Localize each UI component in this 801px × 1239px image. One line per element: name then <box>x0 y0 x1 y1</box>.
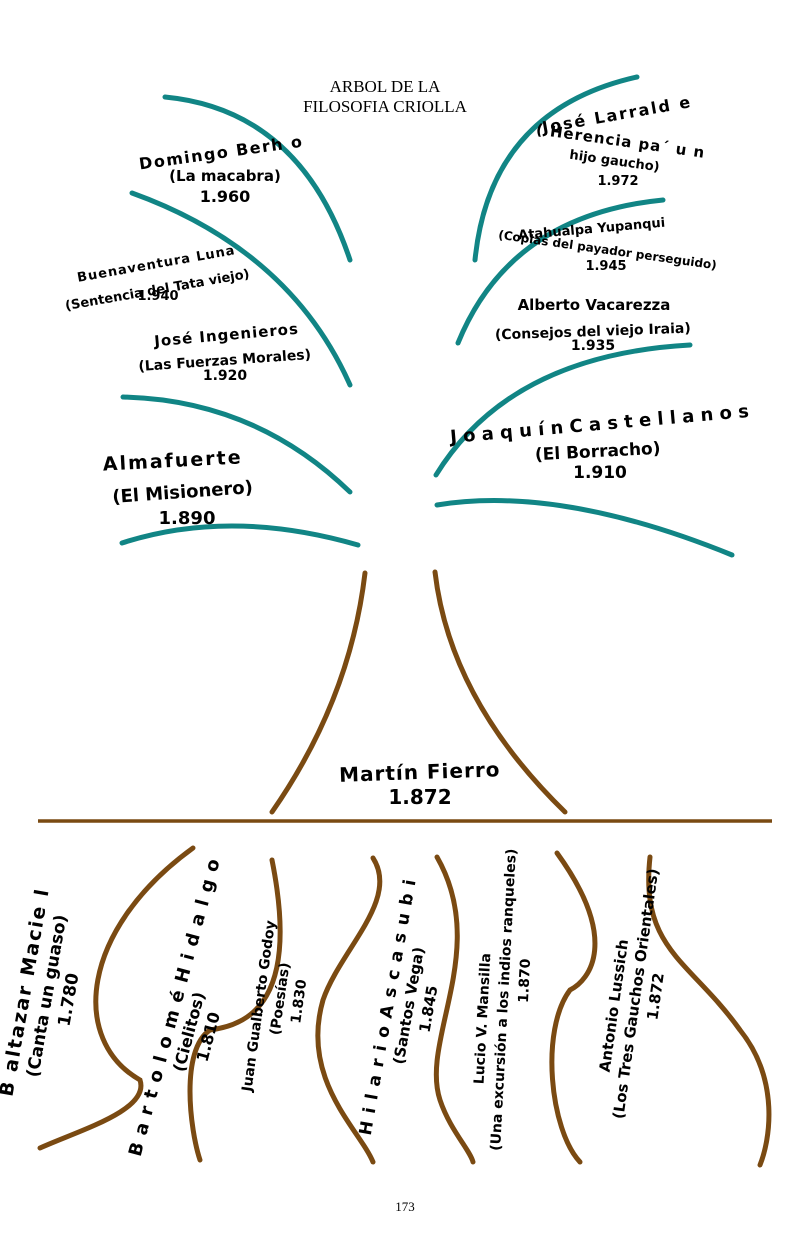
branch-right-2 <box>455 197 666 346</box>
branch-label-left-4: Almafuerte (El Misionero) 1.890 <box>102 446 253 529</box>
trunk-label: Martín Fierro 1.872 <box>339 757 501 809</box>
poet-year: 1.870 <box>516 958 534 1003</box>
poet-year: 1.935 <box>571 338 615 354</box>
poet-year: 1.830 <box>288 978 310 1024</box>
root-6 <box>646 854 772 1168</box>
poet-work: (El Borracho) <box>534 439 661 466</box>
poet-year: 1.872 <box>643 972 667 1021</box>
diagram-title-line1: ARBOL DE LA <box>330 77 442 96</box>
poet-year: 1.960 <box>200 187 251 206</box>
branch-label-right-3: Alberto Vacarezza (Consejos del viejo Ir… <box>495 296 691 354</box>
branch-left-2 <box>129 190 353 388</box>
root-3 <box>315 855 383 1165</box>
branch-right-3 <box>433 342 693 478</box>
root-1 <box>37 845 196 1151</box>
poet-year: 1.940 <box>137 289 178 304</box>
trunk-year: 1.872 <box>388 785 451 809</box>
trunk-left-line <box>269 570 368 815</box>
diagram-title-line2: FILOSOFIA CRIOLLA <box>303 97 468 116</box>
trunk-name: Martín Fierro <box>339 757 501 787</box>
branch-left-1 <box>162 94 353 263</box>
root-5 <box>549 850 598 1165</box>
branch-label-left-1: Domingo Berh o (La macabra) 1.960 <box>138 132 305 206</box>
page-number: 173 <box>395 1199 415 1214</box>
poet-work: (El Misionero) <box>112 477 254 508</box>
poet-work: (La macabra) <box>169 167 281 185</box>
branch-right-4 <box>434 498 735 558</box>
poet-name: B a r t o l o m é H i d a l g o <box>125 856 225 1159</box>
branch-left-3 <box>120 394 353 495</box>
poet-name: Almafuerte <box>102 446 243 475</box>
root-label-5: Lucio V. Mansilla (Una excursión a los i… <box>472 848 535 1151</box>
poet-name: Alberto Vacarezza <box>518 296 671 314</box>
branch-label-left-3: José Ingenieros (Las Fuerzas Morales) 1.… <box>138 320 312 384</box>
poet-name: José Ingenieros <box>153 320 300 351</box>
poet-work: (Consejos del viejo Iraia) <box>495 321 691 344</box>
poet-year: 1.920 <box>203 368 248 384</box>
poet-year: 1.910 <box>573 463 627 483</box>
poet-year: 1.972 <box>597 174 638 189</box>
poet-year: 1.945 <box>585 259 626 274</box>
branch-label-right-2: Atahualpa Yupanqui (Coplas del payador p… <box>497 216 717 274</box>
branch-left-4 <box>119 523 361 548</box>
root-4 <box>433 854 476 1165</box>
root-label-1: B altazar Macie l (Canta un guaso) 1.780 <box>0 886 84 1098</box>
poet-year: 1.890 <box>159 508 216 529</box>
root-2 <box>187 857 283 1163</box>
branch-right-1 <box>472 74 640 263</box>
branch-label-left-2: Buenaventura Luna (Sentencia del Tata vi… <box>64 243 251 314</box>
trunk-right-line <box>432 569 568 815</box>
poet-name: Lucio V. Mansilla <box>472 953 495 1085</box>
root-label-6: Antonio Lussich (Los Tres Gauchos Orient… <box>596 867 668 1120</box>
